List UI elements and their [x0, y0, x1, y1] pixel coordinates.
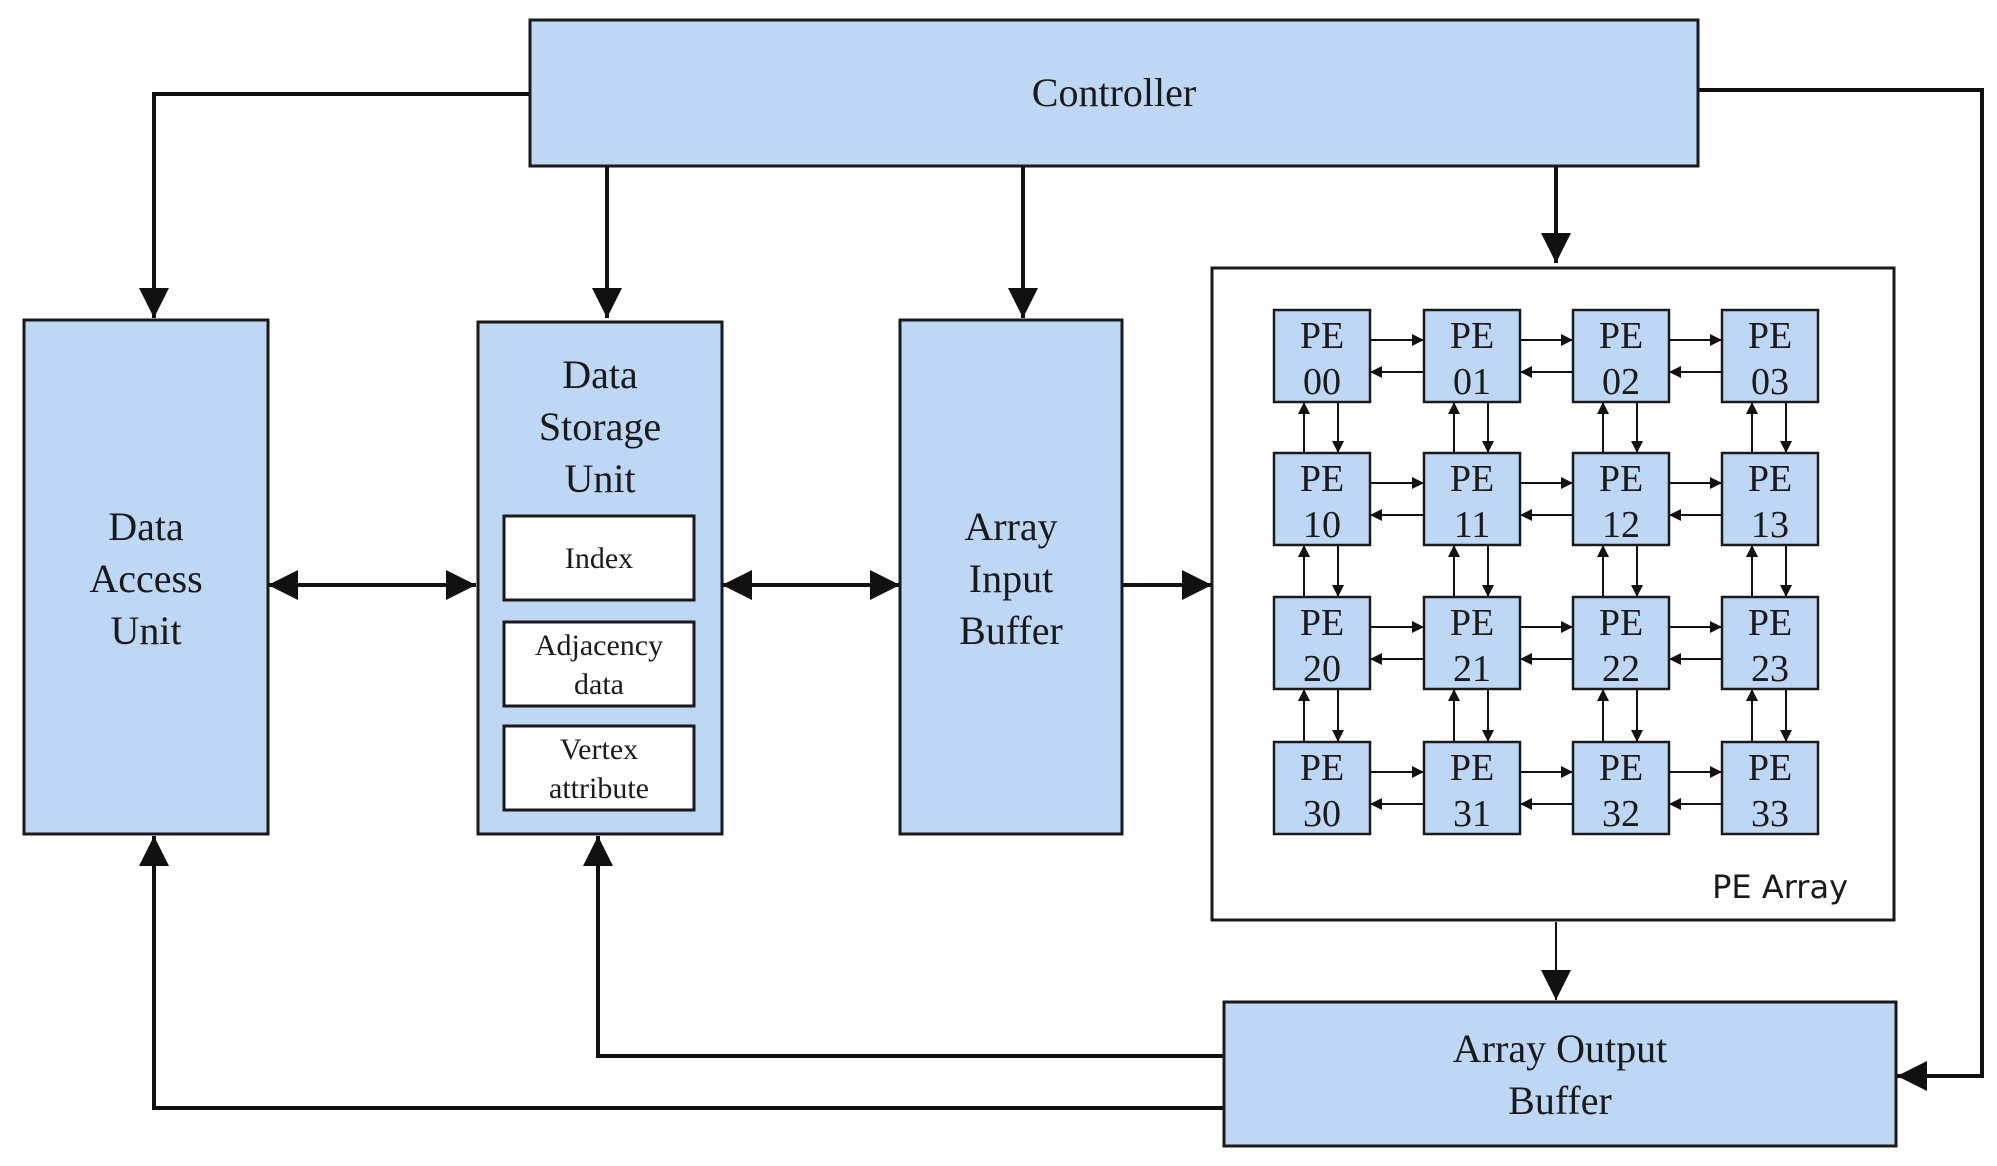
pe-label-prefix: PE [1450, 747, 1494, 789]
adjacency-label-line-2: data [574, 668, 624, 701]
pe-label-index: 22 [1602, 648, 1640, 690]
pe-box [1571, 595, 1671, 691]
wire-controller-to-output-buffer [1698, 88, 1984, 1091]
pe-label-prefix: PE [1748, 602, 1792, 644]
pe-label-prefix: PE [1450, 458, 1494, 500]
pe-box [1422, 595, 1522, 691]
data-access-unit-block: Data Access Unit [22, 318, 270, 836]
data-access-unit-label-line-2: Access [89, 556, 202, 601]
controller-label: Controller [1032, 70, 1196, 115]
pe-label-prefix: PE [1599, 315, 1643, 357]
data-storage-unit-label-line-1: Data [562, 352, 638, 397]
pe-box [1422, 451, 1522, 547]
pe-box [1272, 308, 1372, 404]
vertex-attribute-box: Vertex attribute [502, 724, 696, 812]
pe-label-index: 11 [1454, 504, 1491, 546]
controller-block: Controller [528, 18, 1700, 168]
pe-label-prefix: PE [1450, 315, 1494, 357]
pe-label-index: 31 [1453, 793, 1491, 835]
pe-box [1422, 740, 1522, 836]
pe-box [1422, 308, 1522, 404]
pe-box [1272, 451, 1372, 547]
wire-output-to-access [139, 836, 1224, 1110]
pe-box [1720, 740, 1820, 836]
pe-label-index: 12 [1602, 504, 1640, 546]
array-input-buffer-label-line-2: Input [969, 556, 1053, 601]
pe-label-index: 10 [1303, 504, 1341, 546]
pe-label-index: 32 [1602, 793, 1640, 835]
wire-controller-to-data-access [139, 92, 530, 318]
data-storage-unit-label-line-3: Unit [564, 456, 635, 501]
pe-box [1571, 740, 1671, 836]
pe-label-prefix: PE [1599, 602, 1643, 644]
pe-label-prefix: PE [1450, 602, 1494, 644]
vertex-label-line-1: Vertex [560, 733, 638, 766]
pe-label-prefix: PE [1300, 602, 1344, 644]
pe-box [1272, 595, 1372, 691]
pe-label-index: 33 [1751, 793, 1789, 835]
pe-label-prefix: PE [1599, 747, 1643, 789]
pe-label-prefix: PE [1748, 458, 1792, 500]
connections [139, 88, 1984, 1110]
pe-label-prefix: PE [1300, 458, 1344, 500]
pe-label-index: 02 [1602, 361, 1640, 403]
pe-grid: PE00PE01PE02PE03PE10PE11PE12PE13PE20PE21… [1272, 308, 1820, 836]
pe-label-prefix: PE [1748, 315, 1792, 357]
pe-array-label: PE Array [1712, 868, 1848, 906]
index-box: Index [502, 514, 696, 602]
pe-box [1720, 595, 1820, 691]
pe-label-prefix: PE [1599, 458, 1643, 500]
vertex-label-line-2: attribute [549, 772, 649, 805]
adjacency-label-line-1: Adjacency [535, 629, 663, 662]
data-access-unit-label-line-3: Unit [110, 608, 181, 653]
index-label: Index [565, 542, 633, 575]
data-storage-unit-block: Data Storage Unit Index Adjacency data V… [476, 320, 724, 836]
pe-label-prefix: PE [1748, 747, 1792, 789]
pe-box [1720, 451, 1820, 547]
pe-label-index: 23 [1751, 648, 1789, 690]
pe-label-index: 03 [1751, 361, 1789, 403]
pe-label-prefix: PE [1300, 315, 1344, 357]
pe-label-index: 00 [1303, 361, 1341, 403]
pe-box [1720, 308, 1820, 404]
pe-label-index: 30 [1303, 793, 1341, 835]
array-output-buffer-label-line-1: Array Output [1453, 1026, 1667, 1071]
adjacency-data-box: Adjacency data [502, 620, 696, 708]
pe-box [1272, 740, 1372, 836]
pe-label-index: 01 [1453, 361, 1491, 403]
array-input-buffer-label-line-1: Array [964, 504, 1057, 549]
array-output-buffer-block: Array Output Buffer [1222, 1000, 1898, 1148]
data-storage-unit-label-line-2: Storage [539, 404, 661, 449]
data-access-unit-label-line-1: Data [108, 504, 184, 549]
wire-output-to-storage [583, 836, 1224, 1058]
pe-label-prefix: PE [1300, 747, 1344, 789]
pe-box [1571, 451, 1671, 547]
pe-label-index: 20 [1303, 648, 1341, 690]
array-output-buffer-label-line-2: Buffer [1508, 1078, 1612, 1123]
pe-box [1571, 308, 1671, 404]
pe-label-index: 13 [1751, 504, 1789, 546]
array-input-buffer-block: Array Input Buffer [898, 318, 1124, 836]
pe-array-container: PE Array PE00PE01PE02PE03PE10PE11PE12PE1… [1210, 266, 1896, 922]
array-input-buffer-label-line-3: Buffer [959, 608, 1063, 653]
pe-label-index: 21 [1453, 648, 1491, 690]
